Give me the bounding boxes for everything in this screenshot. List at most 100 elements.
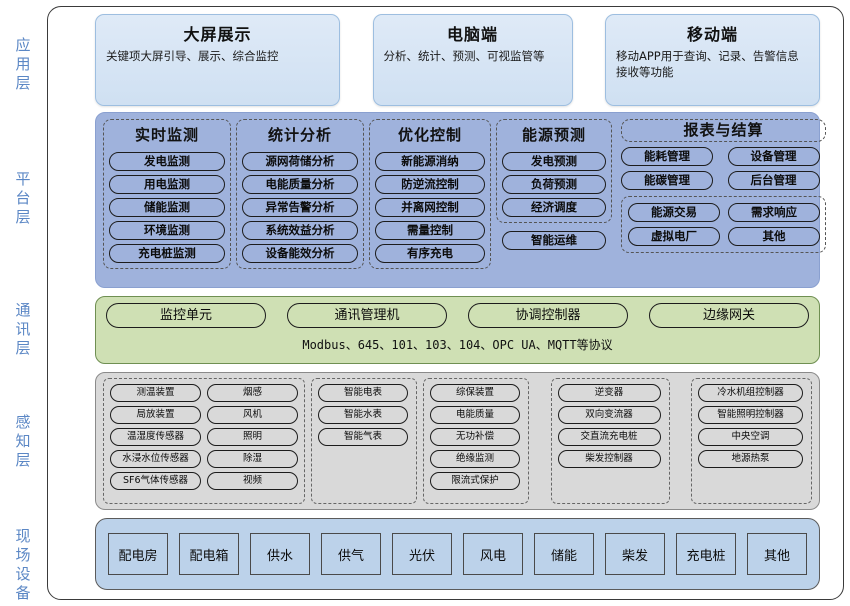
perception-spacer [535,378,545,504]
platform-pill[interactable]: 虚拟电厂 [628,227,720,246]
platform-pill[interactable]: 发电预测 [502,152,606,171]
perception-pill[interactable]: 测温装置 [110,384,201,402]
perception-group-converters: 逆变器 双向变流器 交直流充电桩 柴发控制器 [550,378,670,504]
field-device-box[interactable]: 充电桩 [676,533,736,575]
app-card-desktop[interactable]: 电脑端 分析、统计、预测、可视监管等 [372,14,573,106]
communication-units: 监控单元 通讯管理机 协调控制器 边缘网关 [106,303,809,328]
layer-label-field: 现场设备 [15,527,32,602]
platform-pill[interactable]: 充电桩监测 [109,244,225,263]
perception-group-hvac-controllers: 冷水机组控制器 智能照明控制器 中央空调 地源热泵 [691,378,812,504]
platform-pill[interactable]: 设备管理 [727,147,820,166]
platform-pill[interactable]: 并离网控制 [375,198,485,217]
perception-pill[interactable]: 电能质量 [430,406,520,424]
perception-pill[interactable]: 水浸水位传感器 [110,450,201,468]
platform-column-optimization-control: 优化控制 新能源消纳 防逆流控制 并离网控制 需量控制 有序充电 [369,119,491,281]
app-card-title: 移动端 [686,25,738,44]
platform-pill[interactable]: 防逆流控制 [375,175,485,194]
platform-column-realtime-monitoring: 实时监测 发电监测 用电监测 储能监测 环境监测 充电桩监测 [103,119,231,281]
report-sub-group: 能源交易 需求响应 虚拟电厂 其他 [621,196,826,253]
perception-pill[interactable]: SF6气体传感器 [110,472,201,490]
app-card-big-screen[interactable]: 大屏展示 关键项大屏引导、展示、综合监控 [95,14,340,106]
platform-column-statistical-analysis: 统计分析 源网荷储分析 电能质量分析 异常告警分析 系统效益分析 设备能效分析 [236,119,364,281]
comm-unit-pill[interactable]: 监控单元 [106,303,266,328]
perception-pill[interactable]: 中央空调 [698,428,803,446]
platform-pill[interactable]: 系统效益分析 [242,221,358,240]
perception-pill[interactable]: 地源热泵 [698,450,803,468]
app-card-title: 大屏展示 [183,25,252,44]
perception-pill[interactable]: 冷水机组控制器 [698,384,803,402]
perception-pill[interactable]: 智能电表 [318,384,408,402]
perception-pill[interactable]: 智能水表 [318,406,408,424]
platform-pill[interactable]: 经济调度 [502,198,606,217]
field-device-box[interactable]: 供水 [250,533,310,575]
platform-column-title: 统计分析 [267,126,332,144]
layer-label-perception: 感知层 [15,413,32,469]
app-card-mobile[interactable]: 移动端 移动APP用于查询、记录、告警信息接收等功能 [605,14,820,106]
field-device-box[interactable]: 储能 [534,533,594,575]
perception-pill[interactable]: 除湿 [207,450,298,468]
perception-pill[interactable]: 逆变器 [557,384,661,402]
comm-unit-pill[interactable]: 边缘网关 [649,303,809,328]
layer-label-application: 应用层 [15,36,32,92]
perception-pill[interactable]: 照明 [207,428,298,446]
platform-column-title: 能源预测 [521,126,586,144]
platform-pill[interactable]: 负荷预测 [502,175,606,194]
platform-pill[interactable]: 有序充电 [375,244,485,263]
platform-pill[interactable]: 储能监测 [109,198,225,217]
platform-column-title: 优化控制 [397,126,462,144]
platform-pill[interactable]: 源网荷储分析 [242,152,358,171]
field-device-box[interactable]: 柴发 [605,533,665,575]
perception-pill[interactable]: 风机 [207,406,298,424]
platform-pill-smart-om[interactable]: 智能运维 [502,231,606,250]
perception-pill[interactable]: 温湿度传感器 [110,428,201,446]
layer-label-platform: 平台层 [15,170,32,226]
perception-pill[interactable]: 无功补偿 [430,428,520,446]
field-device-box[interactable]: 配电房 [108,533,168,575]
perception-pill[interactable]: 局放装置 [110,406,201,424]
perception-pill[interactable]: 智能照明控制器 [698,406,803,424]
field-device-layer: 配电房 配电箱 供水 供气 光伏 风电 储能 柴发 充电桩 其他 [95,518,820,590]
perception-pill[interactable]: 交直流充电桩 [557,428,661,446]
app-card-desc: 移动APP用于查询、记录、告警信息接收等功能 [616,49,799,79]
perception-group-power-protection: 综保装置 电能质量 无功补偿 绝缘监测 限流式保护 [423,378,529,504]
communication-layer: 监控单元 通讯管理机 协调控制器 边缘网关 Modbus、645、101、103… [95,296,820,364]
field-device-box[interactable]: 光伏 [392,533,452,575]
perception-pill[interactable]: 限流式保护 [430,472,520,490]
perception-pill[interactable]: 烟感 [207,384,298,402]
platform-pill[interactable]: 能耗管理 [621,147,713,166]
perception-spacer [676,378,686,504]
platform-pill[interactable]: 需求响应 [728,203,820,222]
perception-pill[interactable]: 综保装置 [430,384,520,402]
perception-pill[interactable]: 视频 [207,472,298,490]
platform-pill[interactable]: 电能质量分析 [242,175,358,194]
platform-pill[interactable]: 发电监测 [109,152,225,171]
platform-pill[interactable]: 环境监测 [109,221,225,240]
platform-pill[interactable]: 异常告警分析 [242,198,358,217]
report-section-title: 报表与结算 [621,119,826,142]
app-card-title: 电脑端 [446,25,498,44]
comm-unit-pill[interactable]: 协调控制器 [468,303,628,328]
perception-pill[interactable]: 双向变流器 [557,406,661,424]
platform-pill[interactable]: 需量控制 [375,221,485,240]
perception-pill[interactable]: 绝缘监测 [430,450,520,468]
platform-column-report-settlement: 报表与结算 能耗管理 设备管理 能碳管理 后台管理 能源交易 需求响应 虚拟电厂… [621,119,826,281]
field-device-box[interactable]: 配电箱 [179,533,239,575]
perception-pill[interactable]: 柴发控制器 [557,450,661,468]
app-card-desc: 分析、统计、预测、可视监管等 [383,49,545,63]
perception-layer: 测温装置 局放装置 温湿度传感器 水浸水位传感器 SF6气体传感器 烟感 风机 … [95,372,820,510]
perception-pill[interactable]: 智能气表 [318,428,408,446]
platform-pill[interactable]: 新能源消纳 [375,152,485,171]
field-device-box[interactable]: 其他 [747,533,807,575]
platform-pill[interactable]: 后台管理 [727,171,820,190]
platform-column-title: 实时监测 [134,126,199,144]
report-top-items: 能耗管理 设备管理 能碳管理 后台管理 [621,147,826,190]
field-device-box[interactable]: 供气 [321,533,381,575]
platform-pill[interactable]: 其他 [728,227,820,246]
platform-pill[interactable]: 设备能效分析 [242,244,358,263]
field-device-box[interactable]: 风电 [463,533,523,575]
platform-pill[interactable]: 用电监测 [109,175,225,194]
perception-group-smart-meters: 智能电表 智能水表 智能气表 [311,378,417,504]
platform-pill[interactable]: 能源交易 [628,203,720,222]
comm-unit-pill[interactable]: 通讯管理机 [287,303,447,328]
platform-pill[interactable]: 能碳管理 [621,171,713,190]
